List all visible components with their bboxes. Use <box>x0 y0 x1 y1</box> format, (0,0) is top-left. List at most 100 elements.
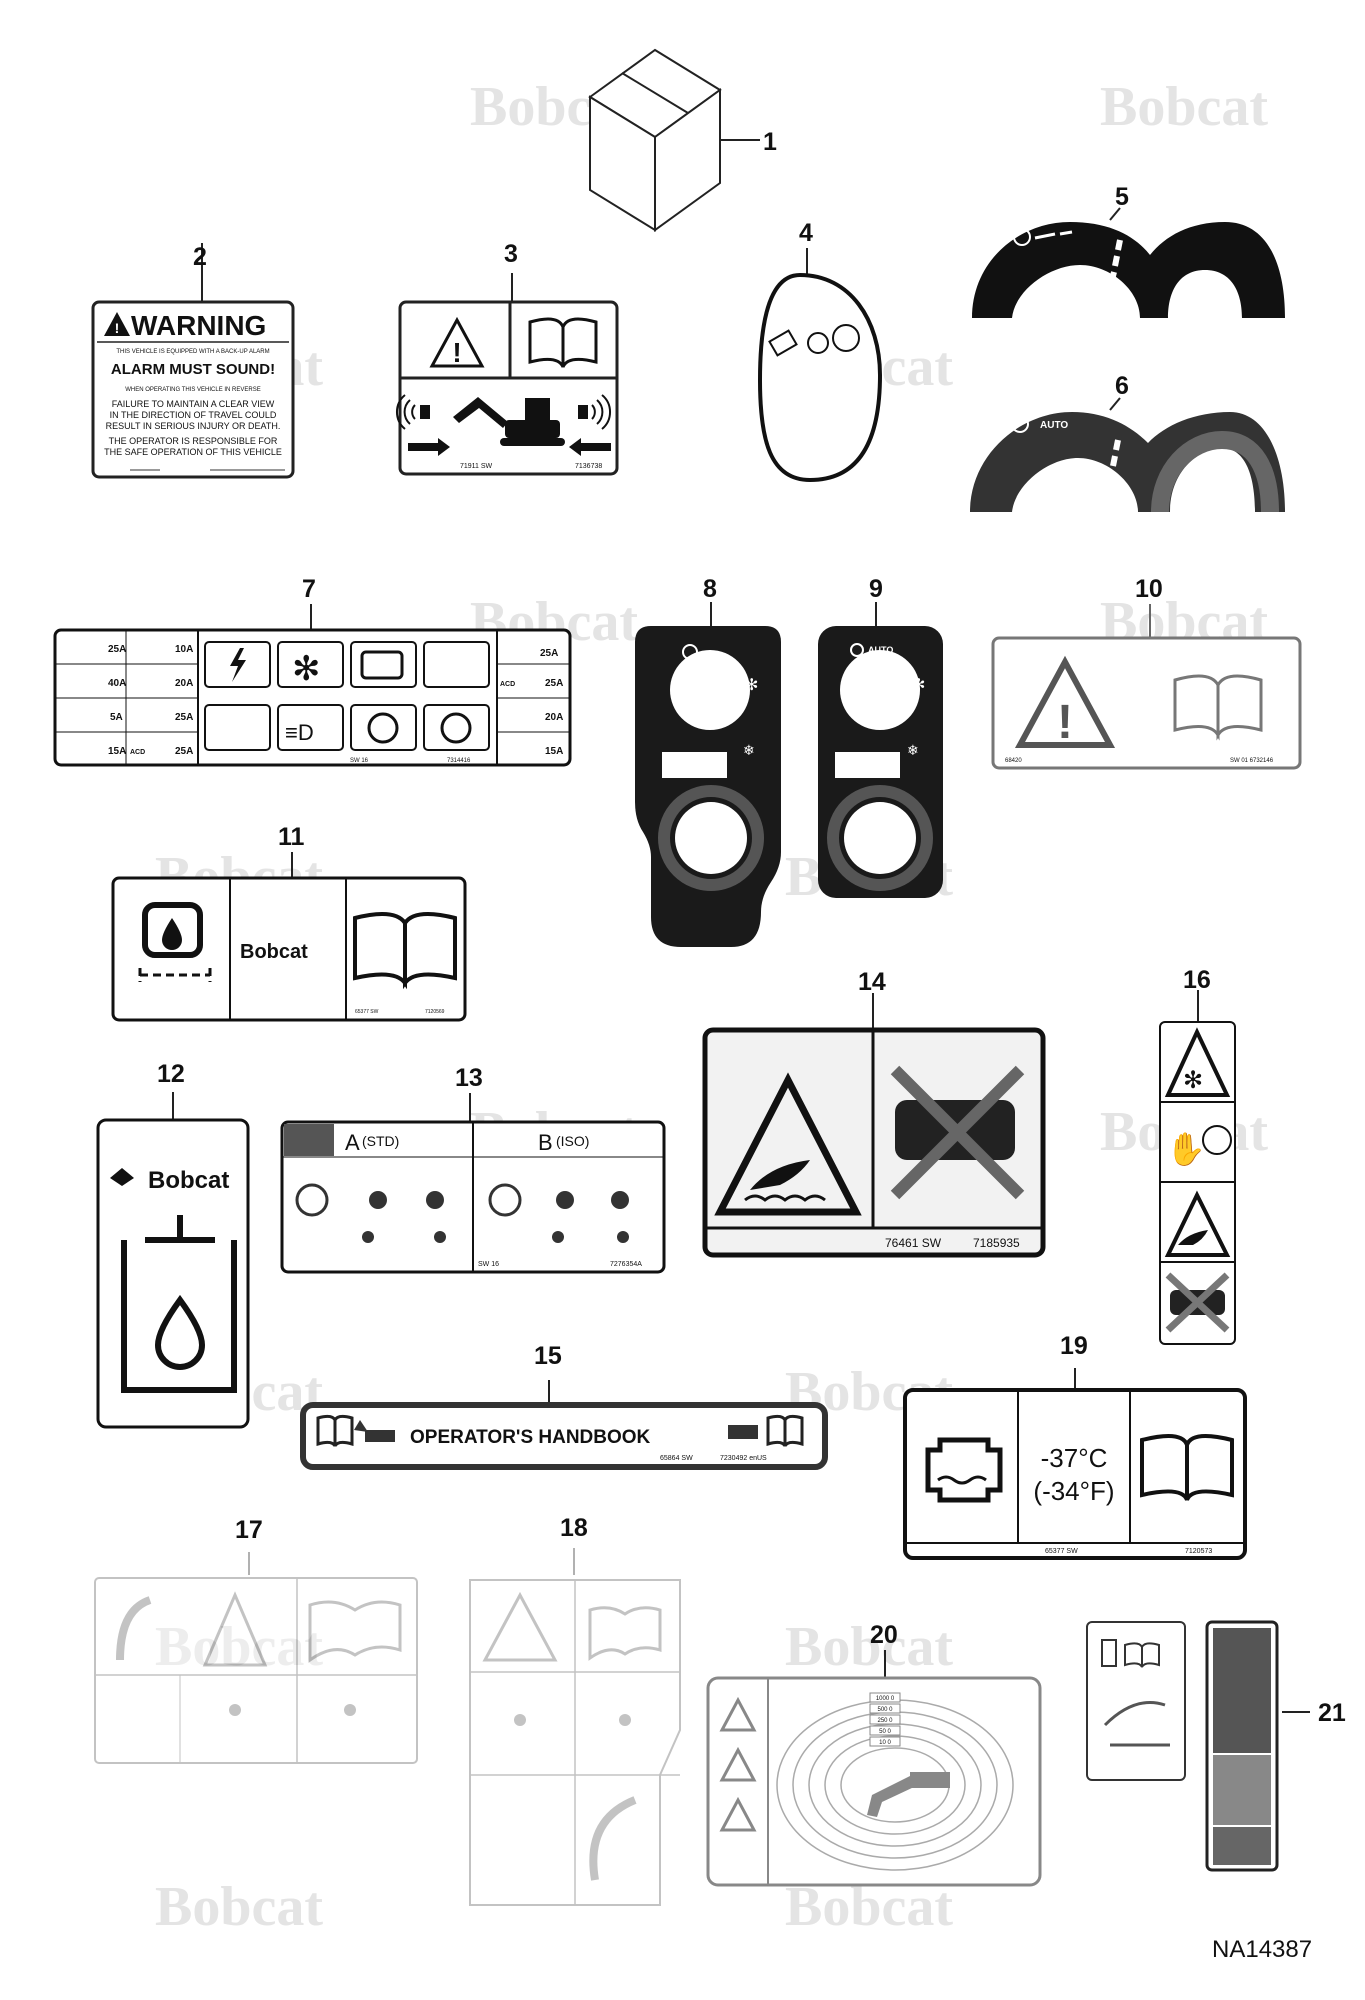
warning-triangle-icon <box>1164 1027 1231 1097</box>
watermark: Bobcat <box>785 1616 953 1678</box>
fuse-rating: 15A <box>108 746 126 757</box>
fuse-rating: 40A <box>108 678 126 689</box>
callout-5: 5 <box>1115 183 1129 211</box>
fuse-rating: 20A <box>175 678 193 689</box>
fuse-rating: 10A <box>175 644 193 655</box>
lift-speed: 250 0 <box>877 1718 893 1724</box>
excavator-icon <box>867 1772 950 1817</box>
warning-line: WHEN OPERATING THIS VEHICLE IN REVERSE <box>125 387 260 393</box>
callout-9: 9 <box>869 575 883 603</box>
fuse-rating: 25A <box>540 648 558 659</box>
control-pattern-decal: A (STD) B (ISO) SW 16 7276354A <box>280 1093 666 1274</box>
callout-14: 14 <box>858 968 886 996</box>
callout-10: 10 <box>1135 575 1163 603</box>
fuse-rating: 25A <box>175 712 193 723</box>
warning-triangle-icon <box>1164 1190 1231 1257</box>
fan-icon: ✻ <box>1183 1067 1203 1094</box>
read-manual-warning-decal: ! 68420 SW 01 6732146 <box>991 604 1302 770</box>
fuse-rating: 25A <box>175 746 193 757</box>
lift-speed: 50 0 <box>879 1729 891 1735</box>
snowflake-icon: ❄ <box>907 742 919 758</box>
climate-panel-auto-decal: AUTO ❄ ✻ <box>818 602 943 898</box>
hot-surface-decal: 76461 SW 7185935 <box>702 993 1046 1258</box>
warning-line: THE OPERATOR IS RESPONSIBLE FOR <box>109 436 278 446</box>
callout-11: 11 <box>278 823 305 851</box>
part-code: SW 16 <box>478 1261 499 1268</box>
lightning-icon <box>230 648 246 682</box>
warning-triangle-icon <box>429 316 485 368</box>
fuse-relay-decal: 25A 10A 40A 20A 5A 25A 15A 25A ACD 25A 2… <box>53 604 572 767</box>
hand-burn-icon <box>750 1160 810 1190</box>
part-code: 7136738 <box>575 463 602 470</box>
manual-book-icon <box>1173 674 1263 741</box>
mode-a-std: (STD) <box>362 1133 399 1149</box>
decal-kit-box <box>588 48 760 232</box>
part-code: 76461 SW <box>885 1236 942 1250</box>
warning-line: FAILURE TO MAINTAIN A CLEAR VIEW <box>112 399 275 409</box>
svg-text:!: ! <box>115 320 120 336</box>
auto-label: AUTO <box>868 645 893 655</box>
hydraulic-oil-decal: Bobcat <box>96 1092 250 1429</box>
part-code: 7120569 <box>425 1009 445 1015</box>
drawing-reference-code: NA14387 <box>1212 1936 1313 1963</box>
warning-line: IN THE DIRECTION OF TRAVEL COULD <box>110 410 277 420</box>
part-code: SW 01 6732146 <box>1230 758 1274 764</box>
part-code: 65377 SW <box>355 1009 379 1015</box>
bobcat-logo-icon <box>110 1168 134 1186</box>
handbook-text: OPERATOR'S HANDBOOK <box>410 1427 651 1448</box>
part-code: 71911 SW <box>460 463 493 470</box>
warning-line: THE SAFE OPERATION OF THIS VEHICLE <box>104 447 282 457</box>
climate-control-auto-decal: AUTO ✻ <box>970 397 1285 513</box>
control-pattern-tall-faded-decal <box>469 1548 681 1906</box>
lift-speed: 10 0 <box>879 1740 891 1746</box>
alarm-must-sound: ALARM MUST SOUND! <box>111 361 275 378</box>
snowflake-icon: ❄ <box>743 742 755 758</box>
sound-waves-icon <box>395 394 416 430</box>
hand-icon: ✋ <box>1166 1131 1206 1167</box>
callout-19: 19 <box>1060 1332 1088 1360</box>
oil-drop-icon <box>154 1294 206 1370</box>
part-code: 65864 SW <box>660 1455 693 1462</box>
warning-triangle-icon <box>1014 655 1116 748</box>
callout-21: 21 <box>1318 1699 1346 1727</box>
fan-icon: ✻ <box>1096 478 1111 498</box>
fuse-rating: 25A <box>108 644 126 655</box>
callout-13: 13 <box>455 1064 483 1092</box>
coolant-temperature-decal: -37°C (-34°F) 65377 SW 7120573 <box>903 1368 1247 1560</box>
sound-waves-icon <box>591 394 612 430</box>
manual-book-icon <box>353 912 457 990</box>
watermark: Bobcat <box>155 1616 323 1678</box>
warning-title: WARNING <box>131 310 266 341</box>
callout-16: 16 <box>1183 966 1211 994</box>
oil-drop-icon <box>162 918 182 950</box>
fan-hot-surface-vertical-decal: ✻ ✋ <box>1159 990 1236 1345</box>
lift-speed: 1000 0 <box>876 1696 895 1702</box>
vertical-info-decals <box>1086 1620 1310 1872</box>
callout-4: 4 <box>799 219 813 247</box>
part-code: SW 16 <box>350 758 369 764</box>
callout-17: 17 <box>235 1516 263 1544</box>
control-pattern-faded-decal <box>94 1552 418 1764</box>
engine-icon <box>360 650 404 680</box>
warning-triangle-icon <box>104 312 130 336</box>
fuse-rating: 15A <box>545 746 563 757</box>
fan-icon: ✻ <box>292 650 321 688</box>
manual-book-icon <box>1140 1434 1234 1501</box>
part-code: 7314416 <box>447 758 471 764</box>
warning-line: RESULT IN SERIOUS INJURY OR DEATH. <box>106 421 281 431</box>
callout-18: 18 <box>560 1514 588 1542</box>
climate-control-decal: ✻ <box>972 207 1285 318</box>
backup-alarm-pictorial-decal: ! 71911 SW 7136738 <box>395 273 619 476</box>
warning-alarm-decal: ! WARNING THIS VEHICLE IS EQUIPPED WITH … <box>91 243 295 479</box>
fan-icon: ✻ <box>912 677 925 694</box>
manual-book-icon <box>1124 1642 1160 1668</box>
fuse-rating: 25A <box>545 678 563 689</box>
excavator-icon <box>453 397 565 446</box>
warning-line: THIS VEHICLE IS EQUIPPED WITH A BACK-UP … <box>116 349 269 355</box>
fan-icon: ✻ <box>1098 280 1113 300</box>
temp-fahrenheit: (-34°F) <box>1033 1476 1114 1506</box>
part-code: 65377 SW <box>1045 1548 1078 1555</box>
warning-triangle-icon <box>714 1072 862 1216</box>
engine-oil-icon <box>367 712 399 744</box>
